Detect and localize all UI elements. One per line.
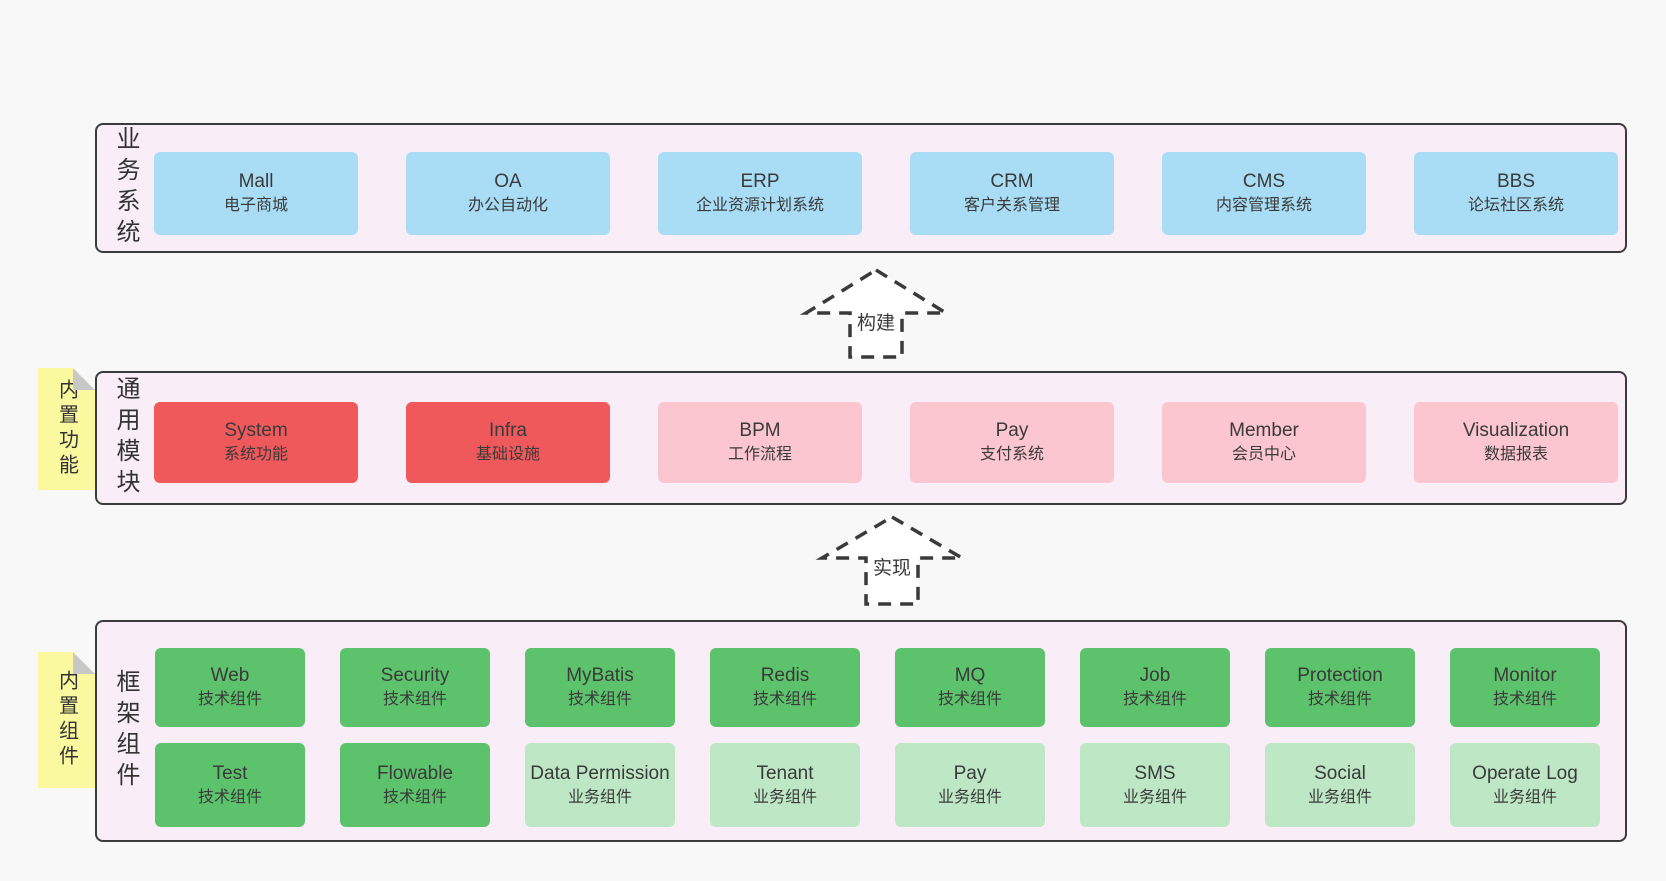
box-name: Job bbox=[1139, 665, 1171, 686]
box-subtitle: 客户关系管理 bbox=[963, 197, 1060, 214]
box-subtitle: 技术组件 bbox=[197, 788, 262, 806]
component-box-flowable: Flowable 技术组件 bbox=[340, 743, 490, 827]
box-subtitle: 技术组件 bbox=[567, 691, 632, 708]
business-box-mall: Mall 电子商城 bbox=[154, 152, 358, 235]
box-name: BPM bbox=[739, 420, 781, 441]
box-name: Social bbox=[1314, 762, 1366, 784]
box-subtitle: 工作流程 bbox=[727, 446, 792, 463]
box-name: Flowable bbox=[376, 762, 454, 784]
panel-side-label: 框架组件 bbox=[103, 622, 147, 840]
box-subtitle: 业务组件 bbox=[1307, 788, 1372, 806]
component-box-security: Security 技术组件 bbox=[340, 648, 490, 727]
box-name: System bbox=[224, 420, 288, 441]
box-name: Redis bbox=[760, 665, 810, 686]
box-subtitle: 技术组件 bbox=[752, 691, 817, 708]
box-subtitle: 业务组件 bbox=[1492, 788, 1557, 806]
component-box-job: Job 技术组件 bbox=[1080, 648, 1230, 727]
box-subtitle: 技术组件 bbox=[1122, 691, 1187, 708]
box-name: MQ bbox=[954, 665, 986, 686]
module-box-infra: Infra 基础设施 bbox=[406, 402, 610, 483]
sticky-label: 内置功能 bbox=[55, 379, 78, 479]
box-subtitle: 业务组件 bbox=[752, 788, 817, 806]
side-label-text: 业务系统 bbox=[112, 126, 139, 250]
box-subtitle: 技术组件 bbox=[1307, 691, 1372, 708]
box-name: Tenant bbox=[756, 762, 814, 784]
box-name: Visualization bbox=[1462, 420, 1570, 441]
box-name: CMS bbox=[1242, 171, 1286, 192]
component-box-protection: Protection 技术组件 bbox=[1265, 648, 1415, 727]
box-name: OA bbox=[494, 171, 522, 192]
component-box-test: Test 技术组件 bbox=[155, 743, 305, 827]
framework-components-panel: 框架组件 Web 技术组件 Security 技术组件 MyBatis 技术组件… bbox=[95, 620, 1627, 842]
build-arrow-label: 构建 bbox=[854, 313, 898, 335]
box-subtitle: 企业资源计划系统 bbox=[695, 197, 824, 214]
module-box-member: Member 会员中心 bbox=[1162, 402, 1366, 483]
implement-arrow-label: 实现 bbox=[870, 558, 914, 580]
box-subtitle: 办公自动化 bbox=[467, 197, 548, 214]
common-modules-panel: 通用模块 System 系统功能 Infra 基础设施 BPM 工作流程 Pay… bbox=[95, 371, 1627, 505]
box-name: MyBatis bbox=[566, 665, 634, 686]
box-subtitle: 业务组件 bbox=[1122, 788, 1187, 806]
component-box-web: Web 技术组件 bbox=[155, 648, 305, 727]
module-box-visualization: Visualization 数据报表 bbox=[1414, 402, 1618, 483]
box-subtitle: 技术组件 bbox=[382, 788, 447, 806]
module-box-system: System 系统功能 bbox=[154, 402, 358, 483]
box-subtitle: 电子商城 bbox=[223, 197, 288, 214]
component-box-social: Social 业务组件 bbox=[1265, 743, 1415, 827]
component-box-monitor: Monitor 技术组件 bbox=[1450, 648, 1600, 727]
component-box-mybatis: MyBatis 技术组件 bbox=[525, 648, 675, 727]
component-box-operate-log: Operate Log 业务组件 bbox=[1450, 743, 1600, 827]
box-subtitle: 系统功能 bbox=[223, 446, 288, 463]
sticky-label: 内置组件 bbox=[55, 670, 78, 770]
component-box-pay: Pay 业务组件 bbox=[895, 743, 1045, 827]
box-subtitle: 技术组件 bbox=[1492, 691, 1557, 708]
box-subtitle: 会员中心 bbox=[1231, 446, 1296, 463]
box-name: Security bbox=[380, 665, 450, 686]
business-box-erp: ERP 企业资源计划系统 bbox=[658, 152, 862, 235]
box-subtitle: 技术组件 bbox=[937, 691, 1002, 708]
built-in-components-sticky: 内置组件 bbox=[38, 652, 95, 788]
component-box-tenant: Tenant 业务组件 bbox=[710, 743, 860, 827]
box-name: Operate Log bbox=[1472, 762, 1578, 784]
business-box-bbs: BBS 论坛社区系统 bbox=[1414, 152, 1618, 235]
box-name: Infra bbox=[488, 420, 528, 441]
box-subtitle: 论坛社区系统 bbox=[1467, 197, 1564, 214]
box-name: CRM bbox=[990, 171, 1034, 192]
box-name: BBS bbox=[1496, 171, 1536, 192]
box-name: Monitor bbox=[1493, 665, 1557, 686]
built-in-features-sticky: 内置功能 bbox=[38, 368, 95, 490]
side-label-text: 框架组件 bbox=[112, 669, 139, 793]
business-box-crm: CRM 客户关系管理 bbox=[910, 152, 1114, 235]
box-name: ERP bbox=[740, 171, 780, 192]
box-subtitle: 内容管理系统 bbox=[1215, 197, 1312, 214]
box-subtitle: 数据报表 bbox=[1483, 446, 1548, 463]
panel-side-label: 通用模块 bbox=[103, 373, 147, 503]
box-subtitle: 基础设施 bbox=[475, 446, 540, 463]
component-box-redis: Redis 技术组件 bbox=[710, 648, 860, 727]
module-box-bpm: BPM 工作流程 bbox=[658, 402, 862, 483]
box-name: Test bbox=[212, 762, 248, 784]
box-name: Member bbox=[1229, 420, 1299, 441]
box-name: Pay bbox=[953, 762, 987, 784]
business-box-cms: CMS 内容管理系统 bbox=[1162, 152, 1366, 235]
box-name: Pay bbox=[995, 420, 1029, 441]
box-name: Data Permission bbox=[530, 762, 670, 784]
box-name: Web bbox=[210, 665, 250, 686]
module-box-pay: Pay 支付系统 bbox=[910, 402, 1114, 483]
box-name: Mall bbox=[238, 171, 274, 192]
box-subtitle: 支付系统 bbox=[979, 446, 1044, 463]
box-subtitle: 技术组件 bbox=[197, 691, 262, 708]
business-box-oa: OA 办公自动化 bbox=[406, 152, 610, 235]
box-name: Protection bbox=[1297, 665, 1383, 686]
box-subtitle: 业务组件 bbox=[937, 788, 1002, 806]
box-subtitle: 技术组件 bbox=[382, 691, 447, 708]
component-box-mq: MQ 技术组件 bbox=[895, 648, 1045, 727]
box-name: SMS bbox=[1134, 762, 1176, 784]
business-systems-panel: 业务系统 Mall 电子商城 OA 办公自动化 ERP 企业资源计划系统 CRM… bbox=[95, 123, 1627, 253]
side-label-text: 通用模块 bbox=[112, 376, 139, 500]
component-box-data-permission: Data Permission 业务组件 bbox=[525, 743, 675, 827]
component-box-sms: SMS 业务组件 bbox=[1080, 743, 1230, 827]
box-subtitle: 业务组件 bbox=[567, 788, 632, 806]
panel-side-label: 业务系统 bbox=[103, 125, 147, 251]
